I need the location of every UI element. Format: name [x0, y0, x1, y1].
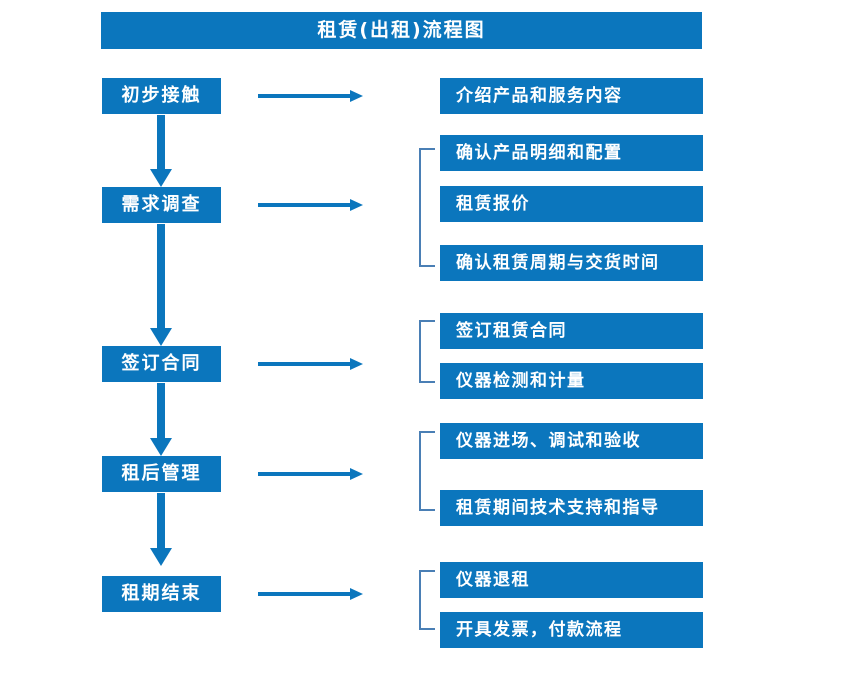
flow-connector-1-to-2 — [150, 115, 172, 187]
task-box-3-2[interactable]: 仪器检测和计量 — [440, 363, 703, 399]
task-box-1-1[interactable]: 介绍产品和服务内容 — [440, 78, 703, 114]
arrow-to-stage-2-tasks — [258, 199, 363, 211]
arrow-to-stage-5-tasks — [258, 588, 363, 600]
task-box-4-1[interactable]: 仪器进场、调试和验收 — [440, 423, 703, 459]
stage-box-4[interactable]: 租后管理 — [102, 456, 221, 492]
arrow-to-stage-3-tasks — [258, 358, 363, 370]
task-box-3-1[interactable]: 签订租赁合同 — [440, 313, 703, 349]
stage-box-5[interactable]: 租期结束 — [102, 576, 221, 612]
task-box-2-3[interactable]: 确认租赁周期与交货时间 — [440, 245, 703, 281]
flow-connector-2-to-3 — [150, 224, 172, 346]
stage-box-2[interactable]: 需求调查 — [102, 187, 221, 223]
arrow-to-stage-1-tasks — [258, 90, 363, 102]
stage-box-3[interactable]: 签订合同 — [102, 346, 221, 382]
bracket-stage-5 — [419, 570, 435, 630]
bracket-stage-4 — [419, 431, 435, 511]
task-box-4-2[interactable]: 租赁期间技术支持和指导 — [440, 490, 703, 526]
task-box-5-2[interactable]: 开具发票，付款流程 — [440, 612, 703, 648]
arrow-to-stage-4-tasks — [258, 468, 363, 480]
flowchart-title-banner: 租赁(出租)流程图 — [101, 12, 702, 49]
task-box-2-1[interactable]: 确认产品明细和配置 — [440, 135, 703, 171]
flow-connector-4-to-5 — [150, 493, 172, 566]
task-box-2-2[interactable]: 租赁报价 — [440, 186, 703, 222]
flow-connector-3-to-4 — [150, 383, 172, 456]
bracket-stage-3 — [419, 320, 435, 383]
task-box-5-1[interactable]: 仪器退租 — [440, 562, 703, 598]
stage-box-1[interactable]: 初步接触 — [102, 78, 221, 114]
bracket-stage-2 — [419, 148, 435, 267]
